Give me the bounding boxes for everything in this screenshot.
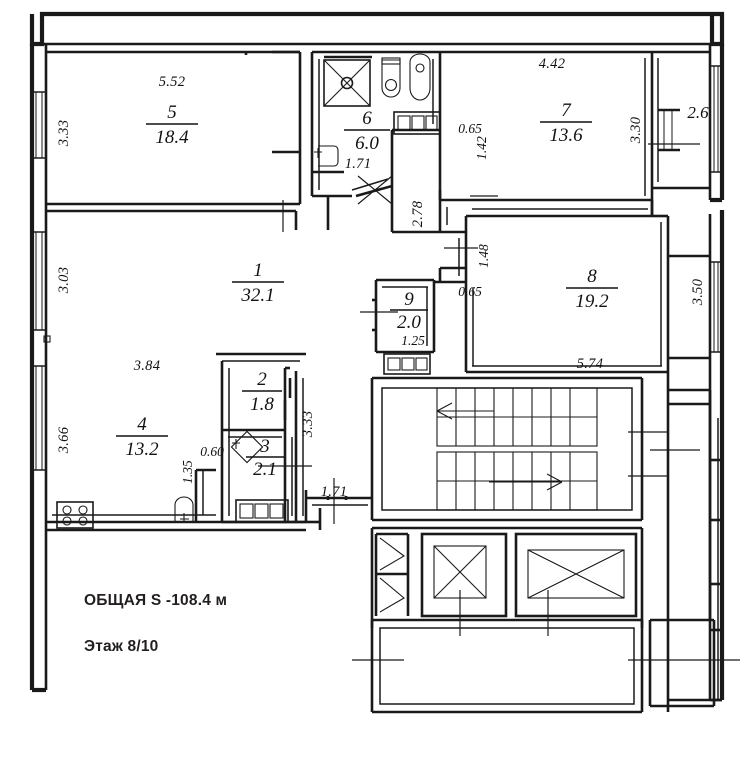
room-4-number: 4: [137, 414, 147, 435]
right-corridor: [650, 388, 722, 712]
sink-icon: [409, 53, 431, 101]
room-label-1: 1 32.1: [232, 260, 284, 306]
washbasin-icon: [312, 145, 344, 174]
room-8-number: 8: [587, 266, 597, 287]
room-8-area: 19.2: [575, 291, 609, 312]
dim-room1-inner: 3.84: [133, 358, 161, 374]
room-label-2: 2 1.8: [242, 369, 282, 415]
window-room-8: [668, 254, 722, 360]
room-label-4: 4 13.2: [116, 414, 168, 460]
room-4-area: 13.2: [125, 439, 159, 460]
dim-entry-door: 1.71: [321, 484, 348, 500]
room-7-walls: [438, 50, 654, 202]
corridor-walls: [390, 186, 478, 284]
corner-basin-icon: [230, 430, 312, 467]
dim-store-width: 1.25: [401, 333, 425, 348]
room-9-area: 2.0: [397, 312, 421, 333]
dim-hall-5: 0.65: [458, 284, 482, 299]
room-label-6: 6 6.0: [344, 108, 390, 154]
staircase: [370, 376, 668, 522]
balcony-area-label: 2.6: [687, 103, 709, 122]
room-6-area: 6.0: [355, 133, 379, 154]
room-1-area: 32.1: [240, 285, 274, 306]
dim-room5-height: 3.33: [56, 120, 72, 148]
room-8-walls: [464, 200, 670, 404]
dim-hall-2: 1.42: [474, 136, 489, 160]
room-1-number: 1: [253, 260, 263, 281]
dim-door-2: 1.35: [180, 460, 195, 484]
room-2-number: 2: [257, 369, 267, 390]
dim-closet-height: 3.33: [300, 411, 316, 439]
dim-room8-width: 5.74: [577, 356, 604, 372]
dim-room5-width: 5.52: [159, 74, 186, 90]
balcony-upper-right: [648, 50, 722, 190]
dim-bath-width: 1.71: [345, 156, 372, 172]
dim-room8-height: 3.50: [690, 278, 706, 306]
room-label-9: 9 2.0: [390, 289, 428, 333]
room-5-number: 5: [167, 102, 177, 123]
floor-caption: Этаж 8/10: [84, 638, 159, 655]
room-2-area: 1.8: [250, 394, 274, 415]
diagonal-wall: [351, 175, 393, 205]
elevator-block: [370, 526, 644, 636]
dim-hall-1: 0.65: [458, 121, 482, 136]
room-6-number: 6: [362, 108, 372, 129]
room-3-area: 2.1: [253, 459, 277, 480]
dim-room1-left: 3.03: [56, 267, 72, 295]
shower-stall-icon: [323, 55, 372, 107]
total-area-caption: ОБЩАЯ S -108.4 м: [84, 592, 228, 609]
dim-room4-left: 3.66: [56, 426, 72, 454]
room-7-area: 13.6: [549, 125, 583, 146]
room-6-walls: [310, 50, 442, 198]
dim-room7-width: 4.42: [539, 56, 566, 72]
toilet-icon: [381, 57, 401, 98]
dim-room7-height: 3.30: [628, 116, 644, 144]
dimension-labels: 5.52 3.33 4.42 3.30 3.03 3.84 3.66 5.74 …: [56, 56, 706, 500]
entry-hall-walls: [304, 478, 372, 530]
room-5-area: 18.4: [155, 127, 189, 148]
dim-hall-4: 1.48: [476, 244, 491, 268]
room-9-walls: [360, 278, 436, 354]
storage-cabinet-icon: [383, 353, 431, 375]
room-label-3: 3 2.1: [246, 436, 284, 480]
room-label-7: 7 13.6: [540, 100, 592, 146]
lobby: [352, 618, 740, 714]
room-1-walls: [46, 196, 330, 522]
dim-hall-3: 2.78: [410, 200, 426, 227]
room-4-walls: [46, 468, 306, 532]
window-room-4: [32, 365, 46, 471]
dim-door-1: 0.60: [200, 444, 224, 459]
window-room-5: [32, 91, 46, 159]
room-label-8: 8 19.2: [566, 266, 618, 312]
kitchen-sink-icon: [174, 496, 194, 523]
hall-cabinet-2-icon: [235, 499, 289, 523]
room-label-5: 5 18.4: [146, 102, 198, 148]
room-3-number: 3: [259, 436, 270, 457]
window-room-1: [32, 231, 51, 343]
hall-cabinet-icon: [393, 111, 441, 135]
room-9-number: 9: [404, 289, 414, 310]
stove-icon: [56, 501, 94, 529]
room-7-number: 7: [561, 100, 572, 121]
